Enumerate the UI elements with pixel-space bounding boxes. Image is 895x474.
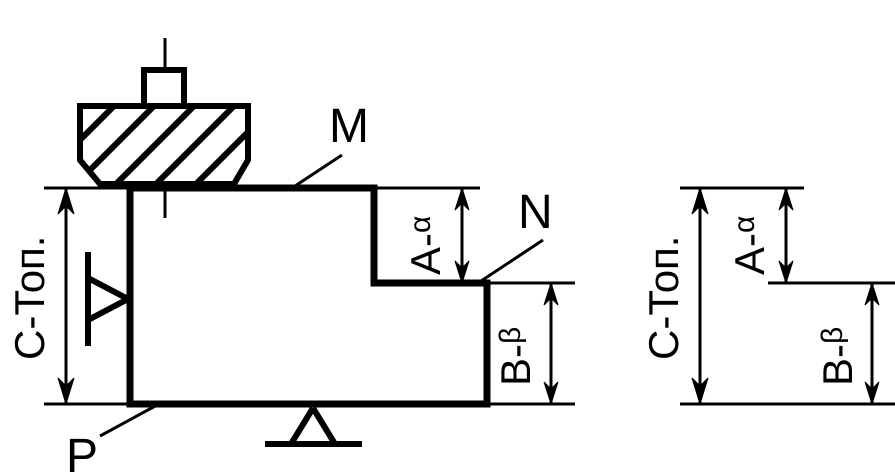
dimension-a-right xyxy=(778,186,794,285)
surface-p-label: P xyxy=(66,430,98,474)
dimension-c-left xyxy=(57,186,75,406)
dimension-b-right-label: B-β xyxy=(814,327,861,386)
side-support-symbol xyxy=(85,252,130,346)
dimension-b-label: B-β xyxy=(492,327,539,386)
dimension-b-right xyxy=(864,281,880,406)
surface-n-label: N xyxy=(518,186,553,239)
cutter-tool xyxy=(77,38,251,218)
dimension-b-left xyxy=(543,281,559,406)
dimension-a-label: A-α xyxy=(402,216,449,275)
bottom-support-symbol xyxy=(265,406,362,447)
alpha-symbol-right: α xyxy=(728,216,761,233)
leader-lines xyxy=(99,153,544,438)
alpha-symbol: α xyxy=(404,216,437,233)
beta-symbol: β xyxy=(494,327,527,344)
cutter-arbor xyxy=(141,67,187,109)
dimension-a-right-label: A-α xyxy=(726,216,773,275)
surface-m-label: M xyxy=(329,100,369,153)
dimension-c-right xyxy=(691,186,709,406)
beta-symbol-right: β xyxy=(816,327,849,344)
dimension-c-label: C-Топ. xyxy=(6,236,53,360)
dimension-c-right-label: C-Топ. xyxy=(640,236,687,360)
dimension-a-left xyxy=(454,186,470,285)
